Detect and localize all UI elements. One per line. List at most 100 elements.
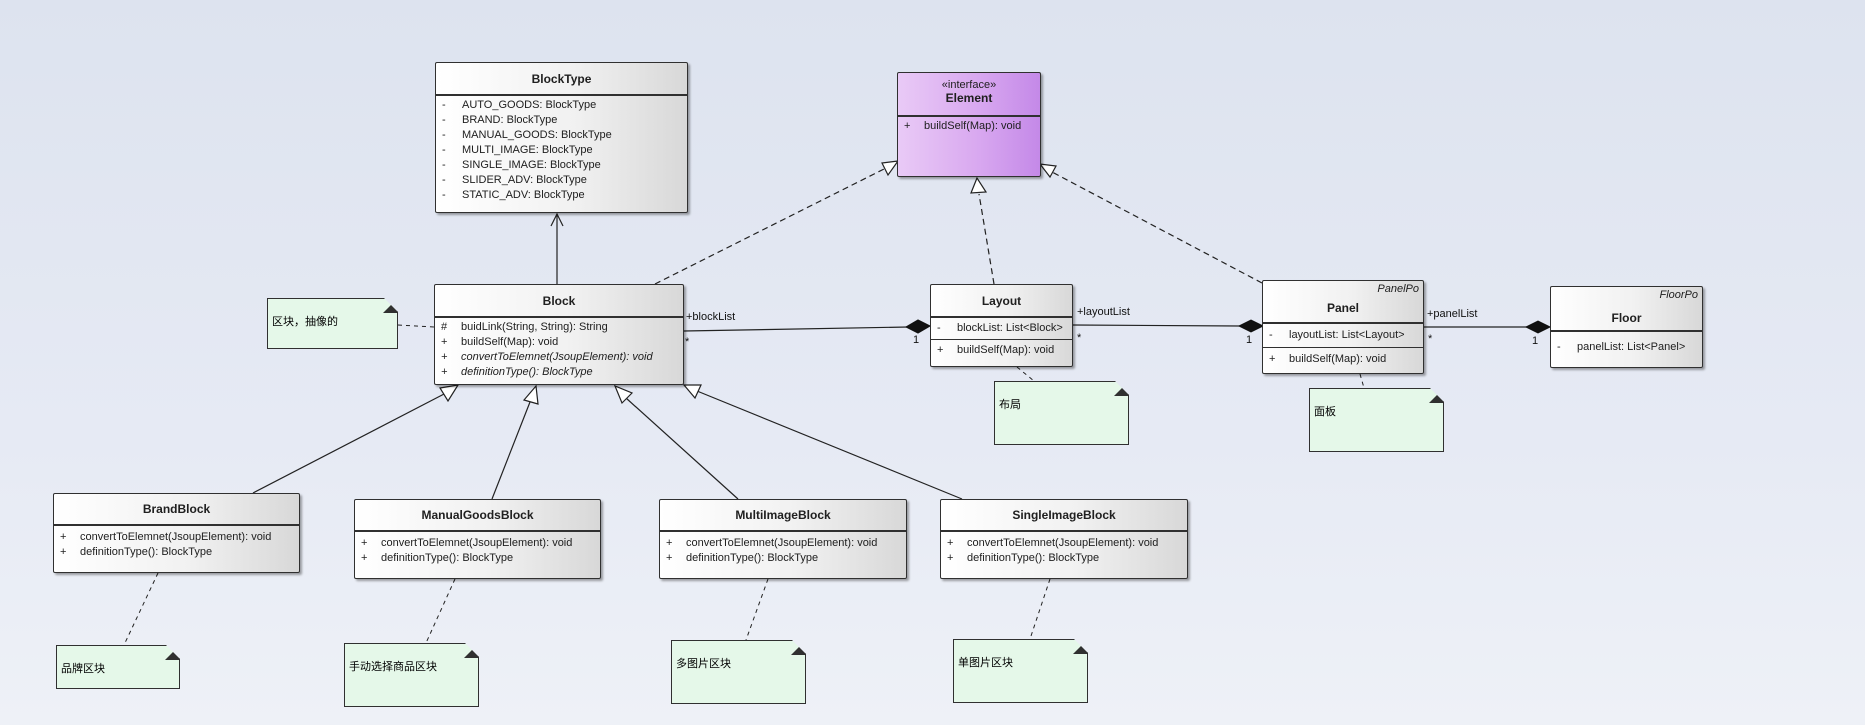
attribute-row: -AUTO_GOODS: BlockType bbox=[442, 99, 597, 111]
realization-arrowhead-panel bbox=[1038, 163, 1057, 179]
interface-element[interactable]: «interface» Element +buildSelf(Map): voi… bbox=[897, 72, 1041, 177]
operation-row: +definitionType(): BlockType bbox=[666, 552, 819, 564]
class-multiimageblock[interactable]: MultiImageBlock +convertToElemnet(JsoupE… bbox=[659, 499, 907, 579]
note-text: 区块，抽像的 bbox=[272, 316, 338, 328]
operation-row: +buildSelf(Map): void bbox=[904, 120, 1022, 132]
attribute-row: -SLIDER_ADV: BlockType bbox=[442, 174, 587, 186]
abstract-operation-row: +definitionType(): BlockType bbox=[441, 366, 593, 378]
note-text: 多图片区块 bbox=[676, 658, 731, 670]
attributes-section: -blockList: List<Block> bbox=[931, 317, 1072, 339]
class-name: Element bbox=[945, 91, 993, 105]
role-layoutlist: +layoutList bbox=[1077, 306, 1130, 318]
note-panel[interactable]: 面板 bbox=[1309, 388, 1444, 452]
composition-layout-panel bbox=[1072, 324, 1241, 327]
class-layout[interactable]: Layout -blockList: List<Block> +buildSel… bbox=[930, 284, 1073, 367]
stereotype-label: «interface» bbox=[941, 79, 997, 91]
note-text: 布局 bbox=[999, 399, 1021, 411]
operation-row: +buildSelf(Map): void bbox=[937, 344, 1055, 356]
operation-row: +definitionType(): BlockType bbox=[361, 552, 514, 564]
note-link-multi bbox=[745, 578, 769, 641]
generalization-arrowhead-brand bbox=[439, 384, 460, 403]
attribute-row: -blockList: List<Block> bbox=[937, 322, 1063, 334]
generalization-brandblock bbox=[252, 392, 447, 494]
operation-row: +convertToElemnet(JsoupElement): void bbox=[947, 537, 1159, 549]
class-panel[interactable]: PanelPo Panel -layoutList: List<Layout> … bbox=[1262, 280, 1424, 374]
composition-diamond-floor bbox=[1524, 320, 1552, 334]
note-brand[interactable]: 品牌区块 bbox=[56, 645, 180, 689]
realization-arrowhead-layout bbox=[970, 176, 988, 194]
operation-row: +convertToElemnet(JsoupElement): void bbox=[60, 531, 272, 543]
attributes-section: -AUTO_GOODS: BlockType -BRAND: BlockType… bbox=[436, 95, 687, 205]
class-name: BrandBlock bbox=[54, 494, 299, 525]
attribute-row: -MULTI_IMAGE: BlockType bbox=[442, 144, 593, 156]
operation-row: +convertToElemnet(JsoupElement): void bbox=[666, 537, 878, 549]
attribute-row: -layoutList: List<Layout> bbox=[1269, 329, 1405, 341]
class-brandblock[interactable]: BrandBlock +convertToElemnet(JsoupElemen… bbox=[53, 493, 300, 573]
realization-panel-element bbox=[1051, 171, 1263, 284]
attributes-section: -layoutList: List<Layout> bbox=[1263, 323, 1423, 347]
operations-section: +convertToElemnet(JsoupElement): void +d… bbox=[941, 531, 1187, 570]
class-singleimageblock[interactable]: SingleImageBlock +convertToElemnet(Jsoup… bbox=[940, 499, 1188, 579]
interface-header: «interface» Element bbox=[898, 73, 1040, 116]
generalization-multiimageblock bbox=[625, 397, 739, 500]
composition-diamond-panel bbox=[1237, 319, 1265, 333]
note-link-manual bbox=[425, 578, 456, 644]
multiplicity-panel-many: * bbox=[1428, 333, 1433, 345]
attribute-row: -MANUAL_GOODS: BlockType bbox=[442, 129, 612, 141]
class-name: Floor bbox=[1611, 311, 1642, 325]
note-link-panel bbox=[1359, 373, 1365, 389]
multiplicity-panel-one: 1 bbox=[1246, 334, 1253, 346]
multiplicity-layout-one: 1 bbox=[913, 334, 920, 346]
operation-row: +buildSelf(Map): void bbox=[1269, 353, 1387, 365]
multiplicity-block-many: * bbox=[685, 336, 690, 348]
operations-section: #buidLink(String, String): String +build… bbox=[435, 317, 683, 382]
note-single[interactable]: 单图片区块 bbox=[953, 639, 1088, 703]
operation-row: #buidLink(String, String): String bbox=[441, 321, 608, 333]
package-label: FloorPo bbox=[1659, 289, 1698, 301]
realization-layout-element bbox=[978, 193, 995, 285]
note-text: 单图片区块 bbox=[958, 657, 1013, 669]
attribute-row: -SINGLE_IMAGE: BlockType bbox=[442, 159, 601, 171]
generalization-manualgoodsblock bbox=[491, 401, 531, 500]
operations-section: +buildSelf(Map): void bbox=[931, 339, 1072, 361]
operation-row: +definitionType(): BlockType bbox=[60, 546, 213, 558]
composition-block-layout bbox=[683, 326, 909, 332]
class-name: MultiImageBlock bbox=[660, 500, 906, 531]
class-header: FloorPo Floor bbox=[1551, 287, 1702, 331]
class-name: ManualGoodsBlock bbox=[355, 500, 600, 531]
operation-row: +convertToElemnet(JsoupElement): void bbox=[361, 537, 573, 549]
role-blocklist: +blockList bbox=[686, 311, 736, 323]
class-block[interactable]: Block #buidLink(String, String): String … bbox=[434, 284, 684, 385]
role-panellist: +panelList bbox=[1427, 308, 1478, 320]
note-link-layout bbox=[1016, 366, 1035, 382]
operations-section: +convertToElemnet(JsoupElement): void +d… bbox=[660, 531, 906, 570]
note-text: 品牌区块 bbox=[61, 663, 105, 675]
note-link-brand bbox=[123, 572, 159, 646]
operations-section: +buildSelf(Map): void bbox=[898, 116, 1040, 136]
multiplicity-floor-one: 1 bbox=[1532, 335, 1539, 347]
generalization-singleimageblock bbox=[696, 390, 963, 500]
abstract-operation-row: +convertToElemnet(JsoupElement): void bbox=[441, 351, 653, 363]
multiplicity-layout-many: * bbox=[1077, 332, 1082, 344]
note-manual[interactable]: 手动选择商品区块 bbox=[344, 643, 479, 707]
attribute-row: -panelList: List<Panel> bbox=[1557, 341, 1686, 353]
composition-diamond-layout bbox=[904, 319, 932, 334]
operations-section: +convertToElemnet(JsoupElement): void +d… bbox=[54, 525, 299, 564]
class-manualgoodsblock[interactable]: ManualGoodsBlock +convertToElemnet(Jsoup… bbox=[354, 499, 601, 579]
note-multi[interactable]: 多图片区块 bbox=[671, 640, 806, 704]
note-link-block bbox=[397, 324, 435, 328]
note-text: 手动选择商品区块 bbox=[349, 661, 437, 673]
class-blocktype[interactable]: BlockType -AUTO_GOODS: BlockType -BRAND:… bbox=[435, 62, 688, 213]
class-floor[interactable]: FloorPo Floor -panelList: List<Panel> bbox=[1550, 286, 1703, 368]
generalization-arrowhead-manual bbox=[522, 384, 539, 405]
class-name: Panel bbox=[1326, 301, 1359, 315]
note-block[interactable]: 区块，抽像的 bbox=[267, 298, 398, 349]
class-name: Block bbox=[435, 285, 683, 317]
generalization-arrowhead-single bbox=[682, 384, 702, 400]
class-name: SingleImageBlock bbox=[941, 500, 1187, 531]
attributes-section: -panelList: List<Panel> bbox=[1551, 331, 1702, 363]
note-layout[interactable]: 布局 bbox=[994, 381, 1129, 445]
class-name: BlockType bbox=[436, 63, 687, 95]
attribute-row: -STATIC_ADV: BlockType bbox=[442, 189, 585, 201]
